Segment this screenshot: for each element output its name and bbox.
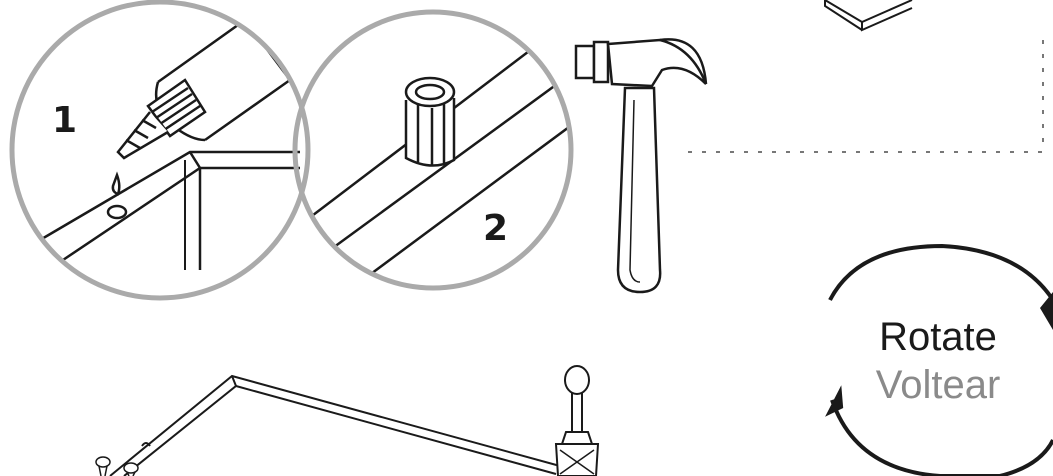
panel-corner-top-right xyxy=(824,0,913,32)
dotted-guide-line xyxy=(688,40,1050,153)
step-1-number: 1 xyxy=(52,100,77,141)
step-2-number: 2 xyxy=(483,208,508,249)
step-2-dowel-circle: 2 xyxy=(292,9,574,291)
voltear-label: Voltear xyxy=(876,363,1001,407)
rotate-label: Rotate xyxy=(879,315,997,359)
rotate-arrow-bottom-icon xyxy=(830,399,1053,476)
rotate-arrow-top-icon xyxy=(828,243,1053,302)
step-1-glue-circle: 1 xyxy=(9,0,311,301)
hammer-icon xyxy=(574,38,708,294)
bottom-panel xyxy=(109,374,561,476)
rotate-indicator: Rotate Voltear xyxy=(825,243,1053,476)
cam-lock-pin-icon xyxy=(554,365,600,476)
screw-icon xyxy=(95,456,139,476)
